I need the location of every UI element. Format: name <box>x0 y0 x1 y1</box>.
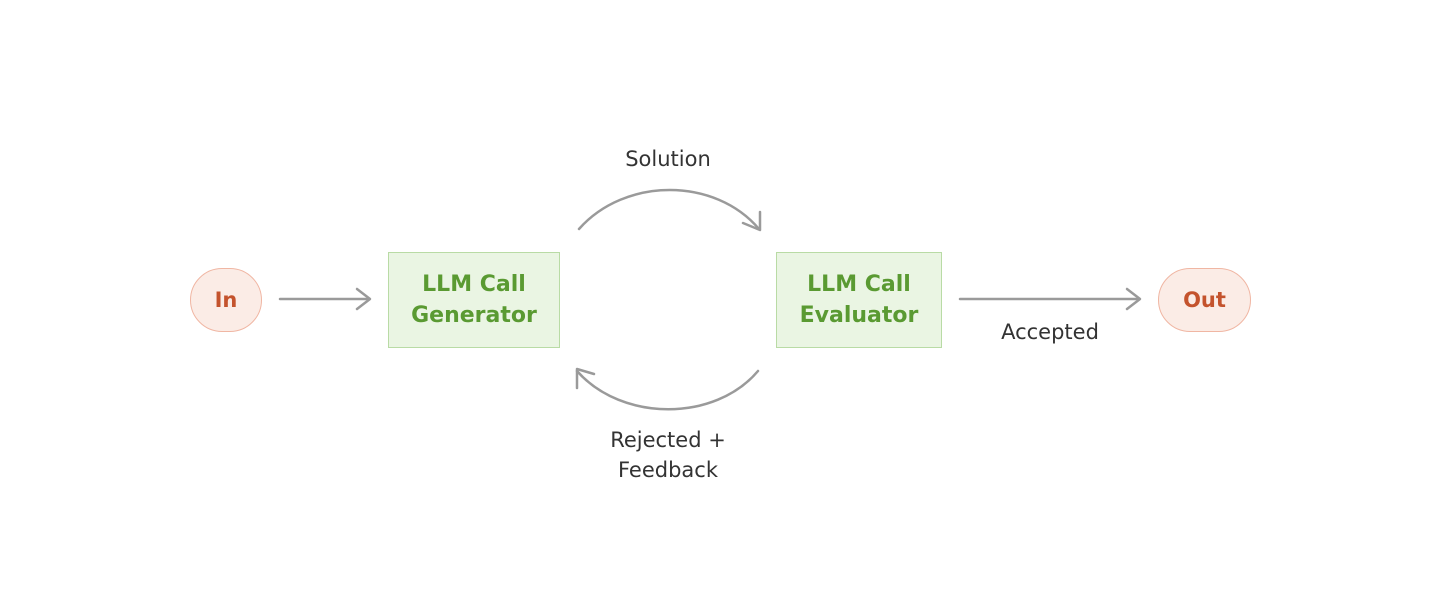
generator-node-role: Generator <box>411 303 537 328</box>
generator-node: LLM Call Generator <box>388 252 560 348</box>
input-node-label: In <box>214 288 238 312</box>
accepted-edge-label: Accepted <box>1001 320 1099 344</box>
edge-feedback-arrow <box>575 367 760 411</box>
feedback-edge-label-line2: Feedback <box>617 458 718 482</box>
input-node: In <box>190 268 262 332</box>
evaluator-node-role: Evaluator <box>799 303 919 328</box>
edge-solution-arrow <box>577 188 762 232</box>
evaluator-node: LLM Call Evaluator <box>776 252 942 348</box>
solution-edge-label: Solution <box>625 147 711 171</box>
output-node-label: Out <box>1183 288 1226 312</box>
generator-node-title: LLM Call <box>422 272 526 297</box>
feedback-edge-label-line1: Rejected + <box>610 428 726 452</box>
evaluator-node-title: LLM Call <box>807 272 911 297</box>
feedback-edge-label: Rejected + Feedback <box>568 425 768 485</box>
output-node: Out <box>1158 268 1251 332</box>
edge-evaluator-to-out <box>958 287 1142 311</box>
edge-in-to-generator <box>278 287 372 311</box>
